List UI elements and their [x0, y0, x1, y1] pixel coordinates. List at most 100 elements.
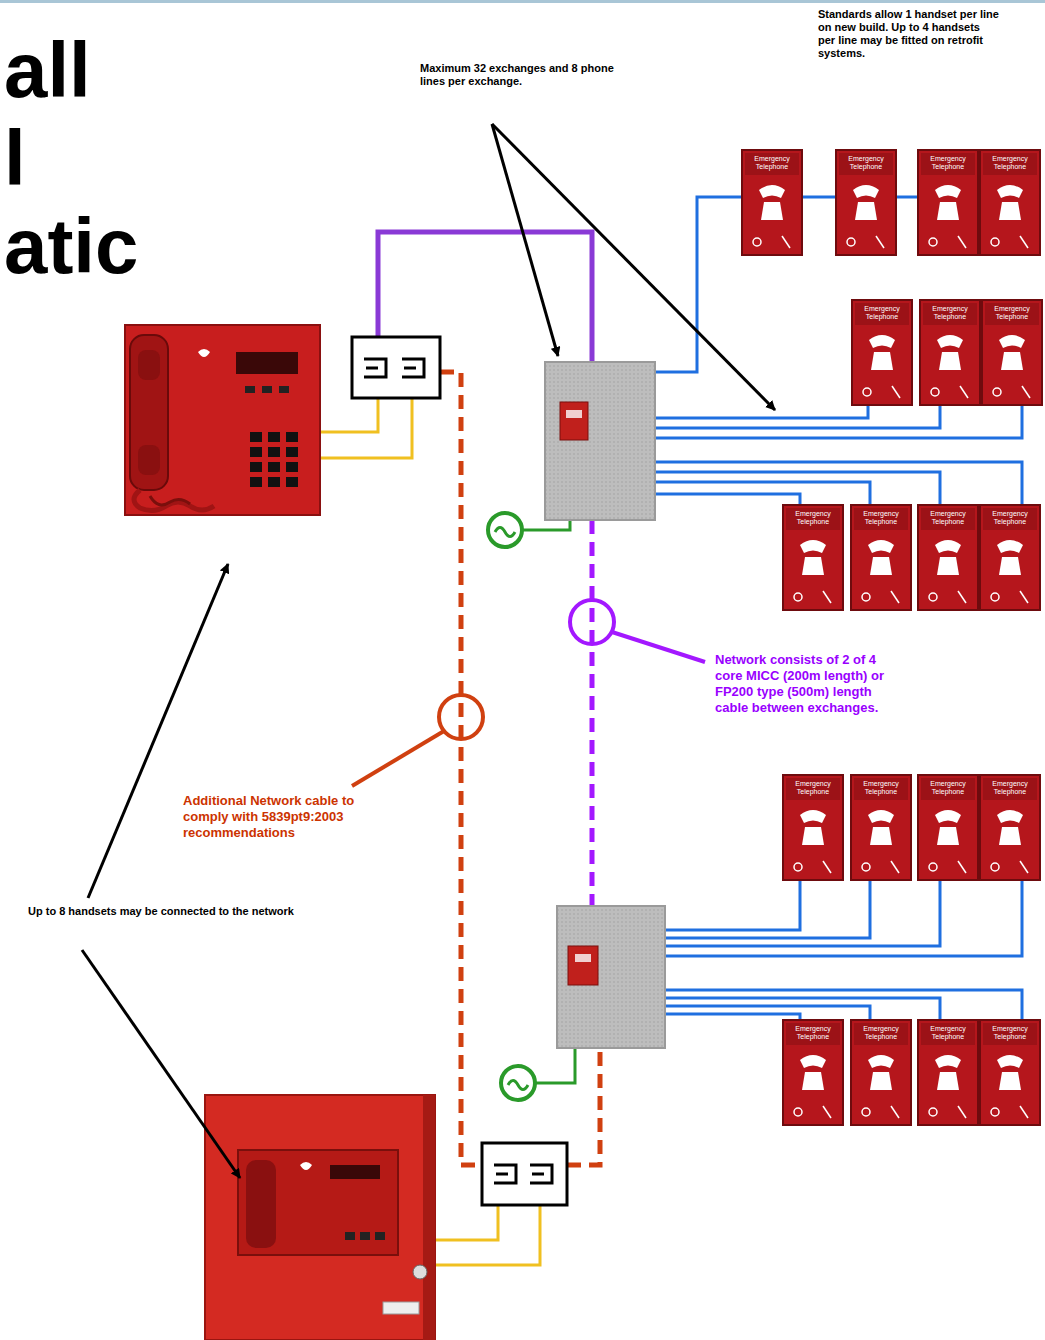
- leader-line: [612, 632, 705, 662]
- phone-icon: [999, 1072, 1021, 1090]
- emergency-telephone-panel: [852, 300, 912, 405]
- network-cable: [590, 520, 595, 906]
- access-symbol: [929, 1108, 937, 1116]
- access-symbol: [782, 236, 790, 248]
- access-symbol: [863, 388, 871, 396]
- phone-icon: [997, 810, 1023, 823]
- panel-header: [985, 303, 1039, 325]
- panel-caption: Emergency Telephone: [744, 155, 800, 171]
- emergency-telephone-panel: [980, 150, 1040, 255]
- panel-caption: Emergency Telephone: [982, 155, 1038, 171]
- panel-caption: Emergency Telephone: [982, 1025, 1038, 1041]
- power-supply-symbol: [488, 513, 522, 547]
- phone-icon: [935, 1055, 961, 1068]
- access-symbol: [929, 863, 937, 871]
- phone-icon: [759, 185, 785, 198]
- phone-icon: [935, 185, 961, 198]
- phone-icon: [868, 810, 894, 823]
- exchange-panel: [575, 954, 591, 962]
- access-symbol: [847, 238, 855, 246]
- phone-icon: [855, 202, 877, 220]
- exchange-panel: [566, 410, 582, 418]
- panel-caption: Emergency Telephone: [785, 780, 841, 796]
- phone-icon: [937, 827, 959, 845]
- phone-icon: [939, 352, 961, 370]
- phone-icon: [802, 827, 824, 845]
- phone-lines: [655, 197, 1022, 1020]
- additional-cable: [440, 372, 482, 1165]
- phone-icon: [869, 335, 895, 348]
- phone-icon: [937, 557, 959, 575]
- panel-caption: Emergency Telephone: [785, 1025, 841, 1041]
- panel-header: [921, 508, 975, 530]
- emergency-telephone-panel: [918, 1020, 978, 1125]
- callout-circle: [570, 600, 614, 644]
- phone-icon: [761, 202, 783, 220]
- panel-caption: Emergency Telephone: [785, 510, 841, 526]
- phone-icon: [999, 335, 1025, 348]
- access-symbol: [993, 388, 1001, 396]
- phone-icon: [999, 202, 1021, 220]
- access-symbol: [862, 1108, 870, 1116]
- phone-icon: [802, 557, 824, 575]
- panel-header: [854, 778, 908, 800]
- power-supply-symbol: [501, 1066, 535, 1100]
- emergency-telephone-panel: [918, 775, 978, 880]
- access-symbol: [991, 593, 999, 601]
- panel-header: [983, 153, 1037, 175]
- panel-caption: Emergency Telephone: [982, 510, 1038, 526]
- emergency-telephone-panel: [918, 150, 978, 255]
- emergency-telephone-panel: [980, 505, 1040, 610]
- access-symbol: [931, 388, 939, 396]
- access-symbol: [929, 593, 937, 601]
- emergency-telephone-panel: [851, 1020, 911, 1125]
- access-symbol: [958, 236, 966, 248]
- phone-icon: [937, 335, 963, 348]
- emergency-telephone-panel: [980, 1020, 1040, 1125]
- callout-note: Up to 8 handsets may be connected to the…: [28, 905, 318, 918]
- panel-header: [854, 1023, 908, 1045]
- power-supply-symbol: [508, 1081, 528, 1090]
- access-symbol: [823, 1106, 831, 1118]
- panel-header: [983, 778, 1037, 800]
- access-symbol: [958, 591, 966, 603]
- panel-caption: Emergency Telephone: [838, 155, 894, 171]
- phone-icon: [853, 185, 879, 198]
- outstation-panels: [742, 150, 1042, 1125]
- panel-caption: Emergency Telephone: [922, 305, 978, 321]
- callout-note: Maximum 32 exchanges and 8 phone lines p…: [420, 62, 635, 88]
- phone-icon: [997, 540, 1023, 553]
- access-symbol: [991, 238, 999, 246]
- emergency-telephone-panel: [920, 300, 980, 405]
- panel-header: [854, 508, 908, 530]
- access-symbol: [794, 593, 802, 601]
- exchange-panel: [560, 402, 588, 440]
- phone-icon: [870, 557, 892, 575]
- power-wire: [522, 520, 570, 530]
- access-symbol: [960, 386, 968, 398]
- access-symbol: [929, 238, 937, 246]
- phone-icon: [868, 540, 894, 553]
- diagram-title: all l atic: [4, 26, 204, 290]
- access-symbol: [1020, 1106, 1028, 1118]
- panel-caption: Emergency Telephone: [854, 305, 910, 321]
- exchange-unit: [545, 362, 655, 520]
- access-symbol: [1020, 861, 1028, 873]
- phone-icon: [935, 540, 961, 553]
- phone-icon: [999, 557, 1021, 575]
- emergency-telephone-panel: [851, 775, 911, 880]
- phone-icon: [802, 1072, 824, 1090]
- panel-header: [839, 153, 893, 175]
- panel-header: [921, 1023, 975, 1045]
- top-bar: [0, 0, 1045, 3]
- panel-caption: Emergency Telephone: [853, 1025, 909, 1041]
- panel-caption: Emergency Telephone: [982, 780, 1038, 796]
- phone-icon: [935, 810, 961, 823]
- phone-icon: [800, 540, 826, 553]
- access-symbol: [823, 591, 831, 603]
- phone-icon: [937, 1072, 959, 1090]
- panel-caption: Emergency Telephone: [920, 510, 976, 526]
- panel-header: [923, 303, 977, 325]
- phone-icon: [997, 1055, 1023, 1068]
